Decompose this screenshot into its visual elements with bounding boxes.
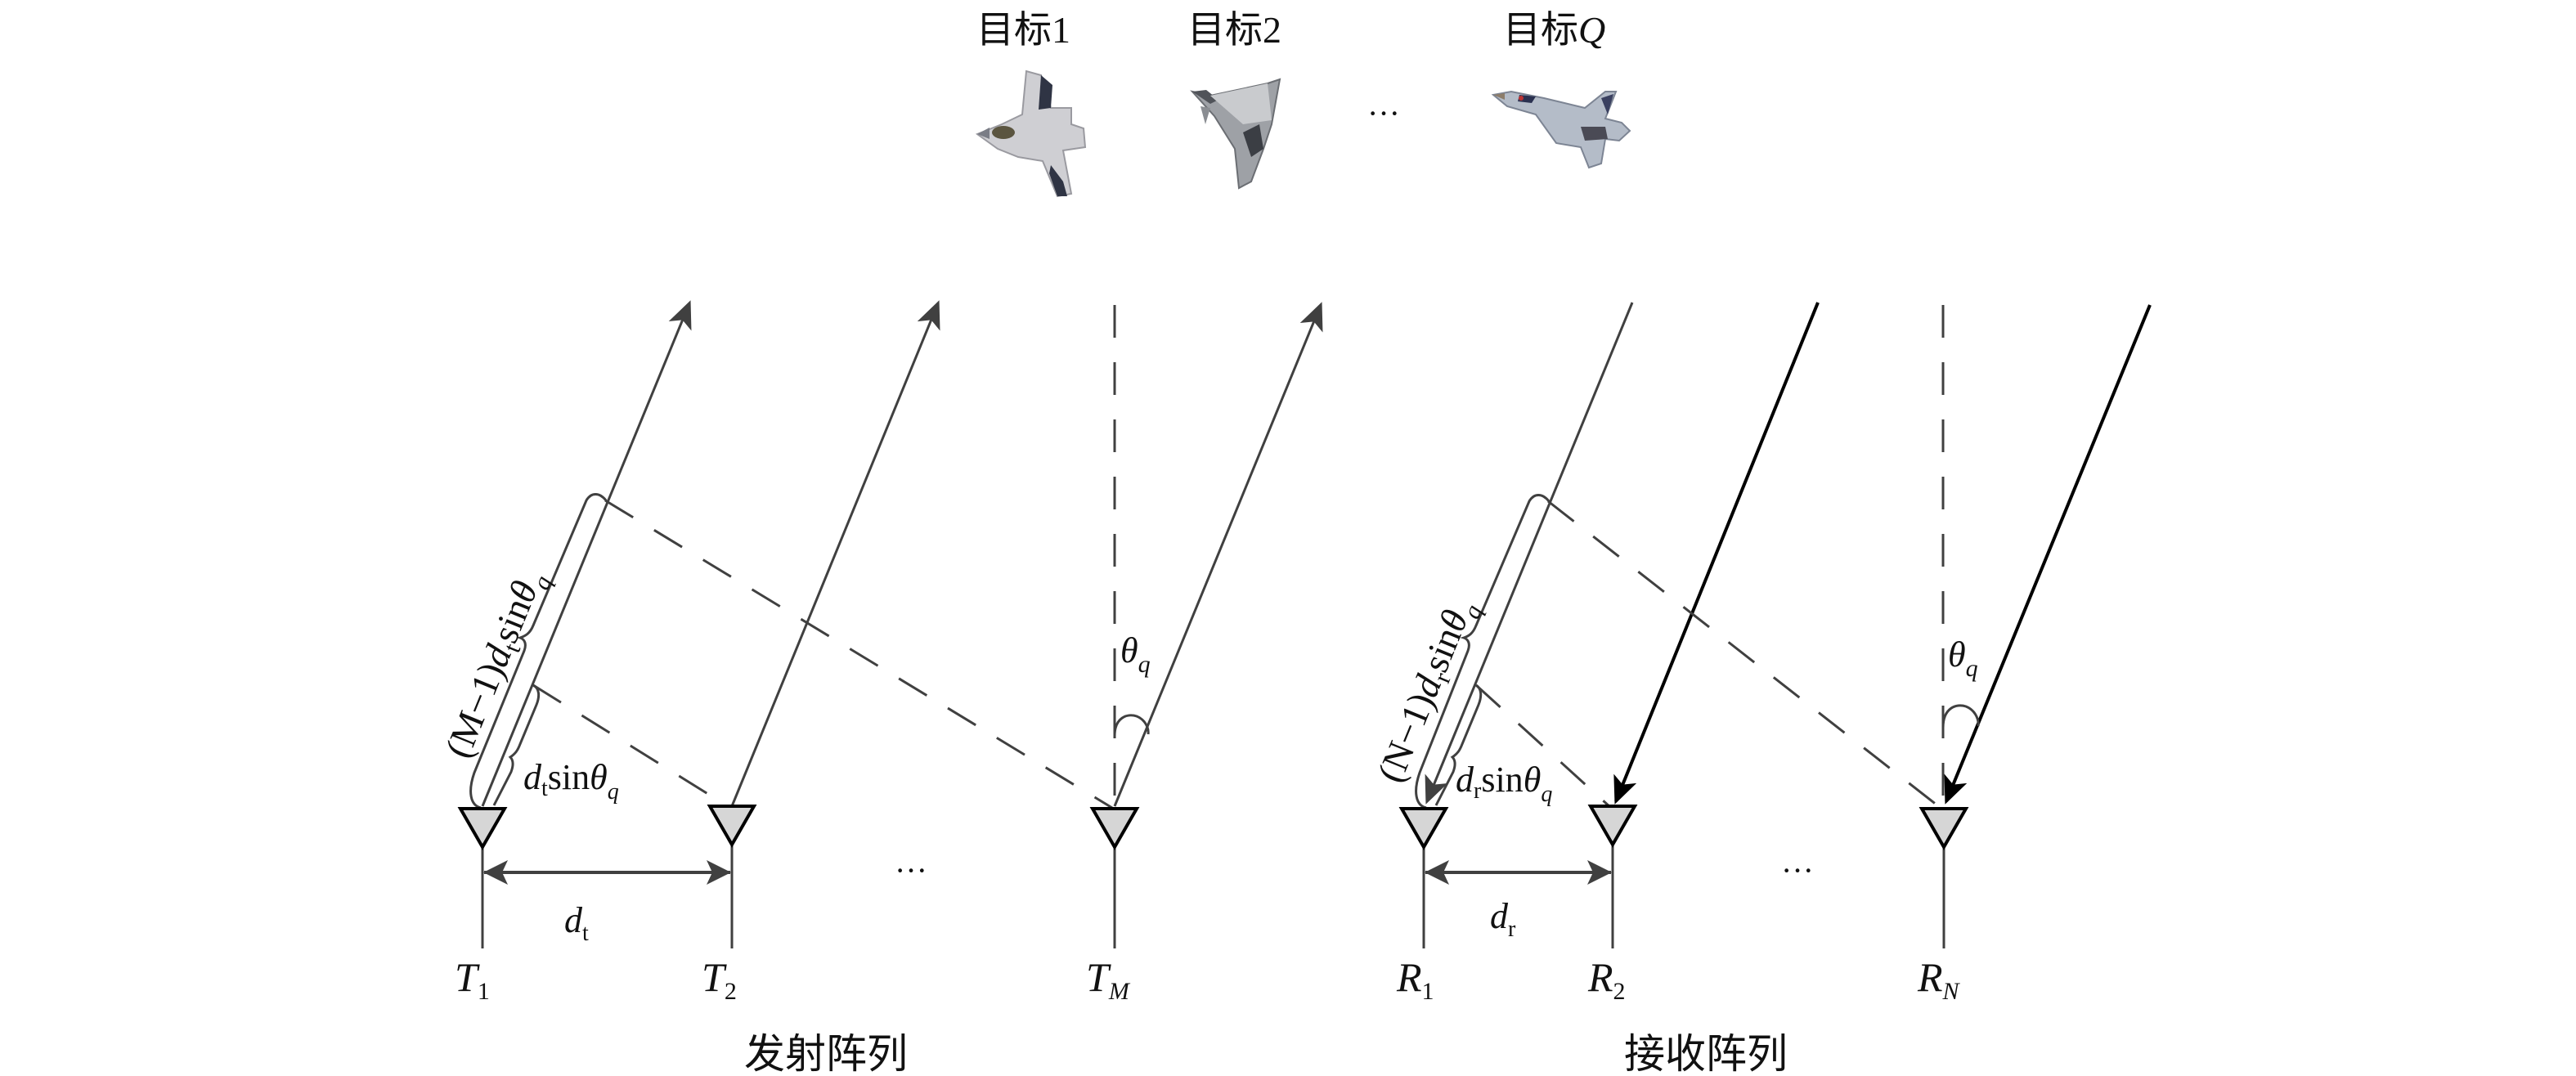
projection-short-dashed-line	[1474, 684, 1613, 809]
long-path-brace	[1415, 494, 1551, 809]
long-path-brace	[469, 493, 608, 809]
antenna-t2	[707, 805, 757, 948]
transmit-ellipsis: ···	[895, 852, 927, 889]
transmit-array: θq (M−1)dtsinθq dtsinθq dt ··· T1 T2 TM …	[437, 300, 1323, 1076]
beam-r2	[1613, 302, 1820, 805]
antenna-triangle-icon	[1587, 805, 1638, 849]
theta-label-tm: θq	[1120, 630, 1151, 678]
target-label-q: 目标Q	[1503, 9, 1605, 51]
antenna-rn	[1919, 807, 1969, 948]
antenna-r2	[1587, 805, 1638, 948]
label-tm: TM	[1086, 954, 1131, 1005]
projection-long-dashed-line	[604, 499, 1113, 809]
receive-array: θq (N−1)drsinθq drsinθq dr ··· R1 R2 RN …	[1369, 302, 2152, 1076]
targets-row: 目标1 目标2 目标Q ···	[975, 9, 1631, 198]
theta-arc-rn	[1941, 704, 1980, 729]
targets-ellipsis: ···	[1367, 95, 1400, 132]
projection-short-dashed-line	[532, 684, 731, 809]
antenna-triangle-icon	[707, 805, 757, 849]
receive-caption: 接收阵列	[1624, 1031, 1788, 1076]
beam-r1	[1425, 302, 1634, 805]
beam-t1	[481, 300, 692, 807]
transmit-caption: 发射阵列	[744, 1031, 908, 1076]
beam-tm	[1113, 302, 1323, 807]
antenna-triangle-icon	[1919, 807, 1969, 851]
jet-q-icon	[1491, 90, 1631, 169]
label-rn: RN	[1917, 954, 1961, 1005]
theta-arc-tm	[1113, 714, 1150, 737]
label-r2: R2	[1587, 954, 1626, 1005]
target-label-1: 目标1	[976, 9, 1070, 51]
receive-ellipsis: ···	[1781, 852, 1814, 889]
jet-2-icon	[1190, 78, 1281, 190]
projection-long-dashed-line	[1547, 500, 1941, 809]
spacing-label-r: dr	[1490, 896, 1516, 942]
antenna-triangle-icon	[1089, 807, 1140, 851]
short-path-label: dtsinθq	[523, 757, 619, 805]
theta-label-rn: θq	[1948, 634, 1978, 682]
short-path-brace	[1434, 684, 1483, 806]
long-path-label: (M−1)dtsinθq	[437, 563, 557, 766]
beam-t2	[730, 300, 940, 807]
jet-1-icon	[975, 69, 1087, 198]
antenna-triangle-icon	[1398, 807, 1449, 851]
antenna-t1	[457, 807, 508, 948]
spacing-label-t: dt	[564, 900, 589, 946]
label-t1: T1	[455, 954, 490, 1005]
label-r1: R1	[1396, 954, 1434, 1005]
beam-rn	[1944, 304, 2152, 805]
antenna-r1	[1398, 807, 1449, 948]
short-path-label: drsinθq	[1456, 760, 1552, 807]
antenna-tm	[1089, 807, 1140, 948]
label-t2: T2	[702, 954, 737, 1005]
antenna-triangle-icon	[457, 807, 508, 851]
short-path-brace	[492, 684, 541, 806]
target-label-2: 目标2	[1187, 9, 1281, 51]
